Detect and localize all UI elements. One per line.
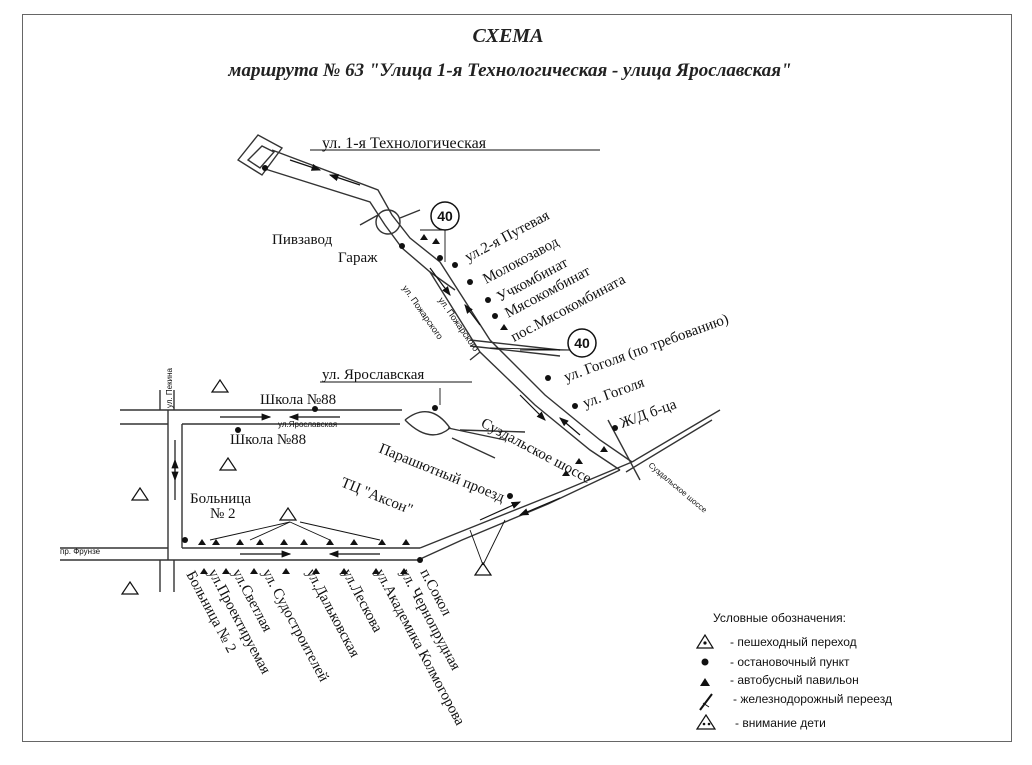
label-pr-frunze: пр. Фрунзе [60,547,101,556]
label-zhd-hospital: Ж/Д б-ца [618,396,679,431]
road-main-outer [271,149,633,463]
road-suzdal-outer [419,461,633,549]
map-title: СХЕМА [473,25,544,47]
label-ul-pekina: ул. Пекина [165,367,174,408]
label-gogolya: ул. Гоголя [581,375,647,412]
label-hospital-no: № 2 [210,506,236,522]
legend-item-2: - автобусный павильон [730,673,859,687]
bottom-stop-labels: п.Сокол ул. Чернопрудная ул.Академика Ко… [182,566,467,728]
bus-pavilions [198,234,608,574]
label-school-2: Школа №88 [230,432,306,448]
legend-item-4: - внимание дети [735,716,826,730]
railway-crossing-icon [699,693,713,711]
label-hospital: Больница [190,491,251,507]
label-yaroslavskaya-small: ул.Ярославская [278,420,337,429]
stop-point-icon [701,658,709,666]
route-arrows [171,159,581,558]
svg-text:40: 40 [574,335,590,351]
label-suzdalskoe-small: Суздальское шоссе [647,461,709,515]
label-school-1: Школа №88 [260,392,336,408]
map-subtitle: маршрута № 63 "Улица 1-я Технологическая… [227,60,791,81]
legend: Условные обозначения: - пешеходный перех… [695,611,892,730]
map-frame [22,14,1012,742]
svg-text:40: 40 [437,208,453,224]
children-warning-icon [695,713,717,730]
label-pivzavod: Пивзавод [272,232,333,248]
label-suzdalskoe: Суздальское шоссе [478,415,594,487]
label-tc-akson: ТЦ "Аксон" [339,475,415,518]
legend-item-1: - остановочный пункт [730,655,850,669]
legend-heading: Условные обозначения: [713,611,846,625]
label-tech-street: ул. 1-я Технологическая [322,135,487,152]
terminal-loop [236,134,284,176]
label-garage: Гараж [338,250,378,266]
label-pozharskogo: ул. Пожарского [400,283,445,341]
label-yaroslavskaya: ул. Ярославская [322,367,424,383]
stop-points [182,165,618,563]
roundabout [404,411,451,436]
route-40-badge-b: 40 [567,328,597,358]
legend-item-3: - железнодорожный переезд [733,692,892,706]
route-40-badge-a: 40 [430,201,460,231]
bus-pavilion-icon [700,678,710,686]
road-suzdal-inner [417,469,621,561]
pedestrian-crossings [120,378,493,595]
pedestrian-crossing-icon [695,633,715,649]
callout-lines [209,149,600,566]
legend-item-0: - пешеходный переход [730,635,857,649]
label-pozharskogo-2: ул. Пожарского [436,295,481,353]
